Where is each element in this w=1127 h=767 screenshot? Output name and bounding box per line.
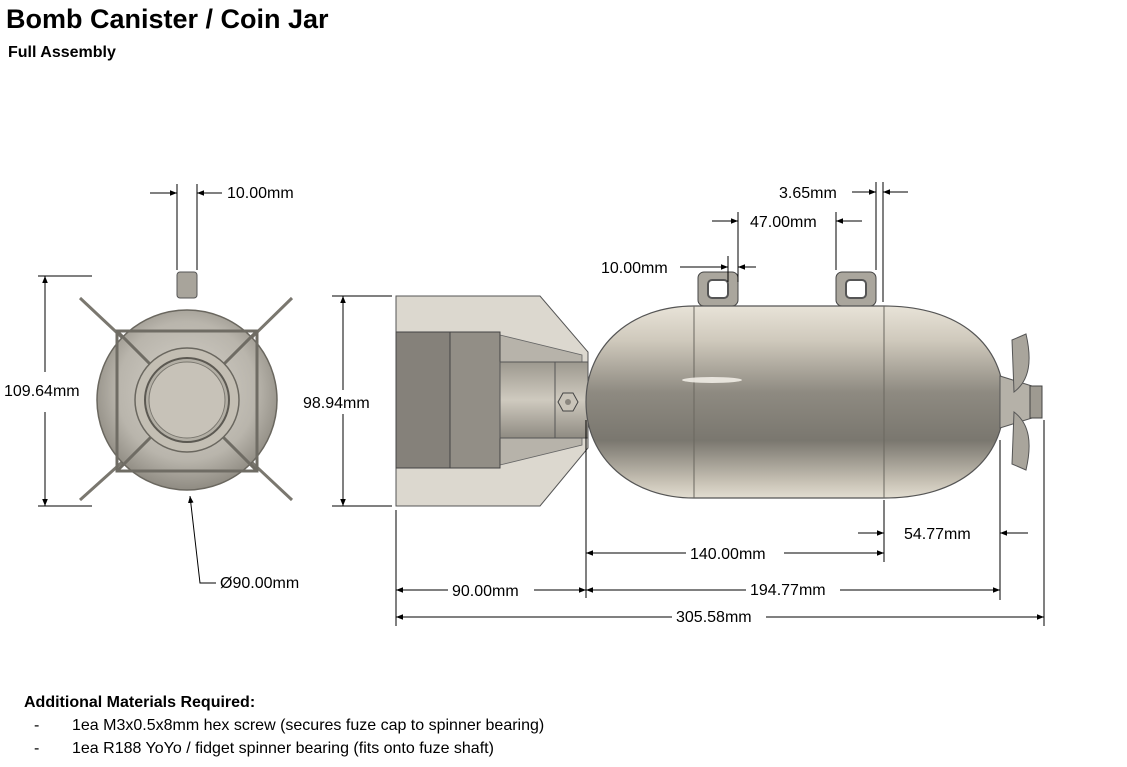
front-dimension-lines xyxy=(38,184,222,584)
list-bullet: - xyxy=(34,740,40,757)
list-item-text: 1ea R188 YoYo / fidget spinner bearing (… xyxy=(72,740,494,757)
dim-tail-length: 90.00mm xyxy=(452,583,519,600)
notes-title: Additional Materials Required: xyxy=(24,694,256,711)
drawing-title: Bomb Canister / Coin Jar xyxy=(6,4,329,34)
drawing-subtitle: Full Assembly xyxy=(8,44,116,61)
side-tail-box xyxy=(395,331,451,469)
list-item-text: 1ea M3x0.5x8mm hex screw (secures fuze c… xyxy=(72,717,545,734)
side-main-body xyxy=(585,305,1005,499)
dim-front-height: 109.64mm xyxy=(4,383,80,400)
dim-front-diameter: Ø90.00mm xyxy=(220,575,299,592)
side-dimension-lines xyxy=(332,182,1045,626)
materials-notes: Additional Materials Required: - 1ea M3x… xyxy=(24,694,544,761)
front-view xyxy=(78,271,294,502)
dim-lug-width: 10.00mm xyxy=(601,260,668,277)
side-fuze-cap xyxy=(1029,385,1043,419)
side-spinner-blade-bottom xyxy=(1011,411,1030,471)
side-spinner-blade-top xyxy=(1011,333,1030,393)
dim-lug-spacing: 47.00mm xyxy=(750,214,817,231)
dim-overall-length: 305.58mm xyxy=(676,609,752,626)
front-fuze-center xyxy=(148,361,226,439)
dim-fin-gap: 3.65mm xyxy=(779,185,837,202)
dim-fuze-length: 54.77mm xyxy=(904,526,971,543)
front-lug xyxy=(176,271,198,299)
front-fin-frame xyxy=(115,329,259,473)
notes-list: - 1ea M3x0.5x8mm hex screw (secures fuze… xyxy=(24,715,544,759)
dim-body-fuze-length: 194.77mm xyxy=(750,582,826,599)
side-tail-box-right xyxy=(449,331,501,469)
dim-front-top-width: 10.00mm xyxy=(227,185,294,202)
list-item: - 1ea M3x0.5x8mm hex screw (secures fuze… xyxy=(24,715,544,736)
side-view xyxy=(395,271,1043,507)
dim-side-height: 98.94mm xyxy=(303,395,370,412)
list-item: - 1ea R188 YoYo / fidget spinner bearing… xyxy=(24,738,544,759)
dim-body-length: 140.00mm xyxy=(690,546,766,563)
list-bullet: - xyxy=(34,717,40,734)
